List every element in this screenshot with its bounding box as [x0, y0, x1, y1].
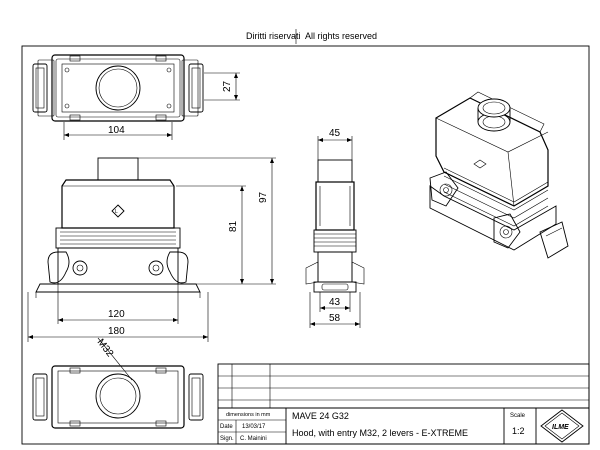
date-label: Date	[220, 424, 233, 430]
title-block	[217, 363, 590, 445]
dim-front-inner-width: 120	[108, 309, 125, 320]
bottom-view: M32	[32, 337, 204, 429]
dim-top-width: 104	[108, 125, 125, 136]
dim-front-height-total: 97	[258, 191, 269, 203]
isometric-view	[429, 91, 569, 259]
dim-front-outer-width: 180	[108, 326, 125, 337]
rights-reserved-en: All rights reserved	[305, 31, 377, 41]
top-view	[32, 54, 204, 122]
svg-text:L: L	[115, 209, 118, 215]
part-code: MAVE 24 G32	[292, 411, 349, 421]
rights-reserved-it: Diritti riservati	[246, 31, 301, 41]
sign-label: Sign.	[220, 436, 234, 442]
dim-side-inner-width: 43	[329, 297, 341, 308]
scale-value: 1:2	[512, 426, 525, 436]
part-description: Hood, with entry M32, 2 levers - E-XTREM…	[292, 428, 468, 438]
dim-side-top-width: 45	[329, 128, 341, 139]
units-note: dimensions in mm	[226, 412, 271, 418]
ilme-logo: ILME	[540, 409, 584, 443]
svg-text:ILME: ILME	[552, 424, 569, 431]
dim-top-depth: 27	[222, 80, 233, 92]
sign-value: C. Mainini	[240, 436, 267, 442]
scale-label: Scale	[510, 413, 526, 419]
front-view-dimensions: 97 81 120 180	[27, 157, 276, 342]
front-view: L	[35, 157, 201, 298]
top-view-dimensions: 104 27	[63, 72, 240, 140]
dim-front-height-body: 81	[228, 220, 239, 232]
dim-side-outer-width: 58	[329, 313, 341, 324]
date-value: 13/03/17	[242, 424, 266, 430]
side-view	[305, 159, 365, 293]
side-view-dimensions: 45 43 58	[309, 128, 361, 328]
